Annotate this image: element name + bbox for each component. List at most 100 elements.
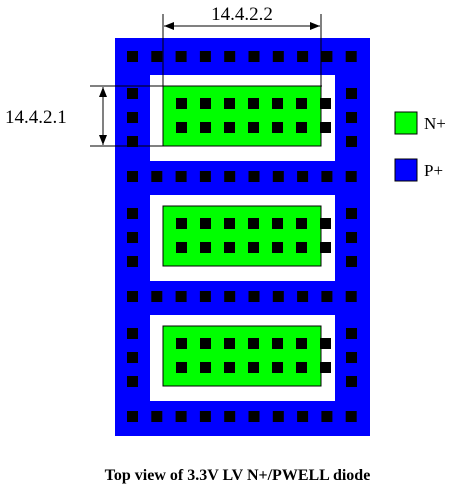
dimension-vertical: 14.4.2.1 xyxy=(5,85,322,147)
p-plus-row-contact xyxy=(321,171,333,182)
p-plus-row-contact xyxy=(127,291,138,302)
p-plus-side-contact xyxy=(127,88,138,99)
p-plus-row-contact xyxy=(127,171,138,182)
p-plus-row-contact xyxy=(297,411,309,422)
p-plus-side-contact xyxy=(346,256,357,267)
n-plus-contact xyxy=(176,122,187,133)
n-plus-contact xyxy=(320,338,331,349)
p-plus-side-contact xyxy=(346,232,357,243)
n-plus-contact xyxy=(200,242,211,253)
p-plus-row-contact xyxy=(297,291,309,302)
p-plus-row-contact xyxy=(321,411,333,422)
legend-label-p-plus: P+ xyxy=(424,161,443,180)
n-plus-contact xyxy=(272,218,283,229)
n-plus-contact xyxy=(296,98,307,109)
p-plus-row-contact xyxy=(224,411,236,422)
figure-caption: Top view of 3.3V LV N+/PWELL diode xyxy=(104,467,371,484)
p-plus-side-contact xyxy=(127,256,138,267)
n-plus-contact xyxy=(224,338,235,349)
p-plus-row-contact xyxy=(151,411,163,422)
p-plus-row-contact xyxy=(151,291,163,302)
p-plus-row-contact xyxy=(127,51,138,62)
p-plus-row-contact xyxy=(345,171,357,182)
legend-swatch-p-plus xyxy=(394,158,418,182)
n-plus-contact xyxy=(200,362,211,373)
n-plus-contact xyxy=(200,98,211,109)
n-plus-contact xyxy=(320,218,331,229)
p-plus-row-contact xyxy=(224,171,236,182)
p-plus-side-contact xyxy=(346,328,357,339)
n-plus-contact xyxy=(200,338,211,349)
p-plus-row-contact xyxy=(321,291,333,302)
n-plus-contact xyxy=(248,338,259,349)
p-plus-row-contact xyxy=(175,51,187,62)
legend: N+ P+ xyxy=(394,111,446,182)
p-plus-side-contact xyxy=(346,136,357,147)
p-plus-row-contact xyxy=(248,171,260,182)
p-plus-side-contact xyxy=(127,232,138,243)
p-plus-row-contact xyxy=(175,291,187,302)
n-plus-contact xyxy=(248,122,259,133)
p-plus-side-contact xyxy=(346,352,357,363)
n-plus-contact xyxy=(224,218,235,229)
n-plus-contact xyxy=(176,362,187,373)
p-plus-row-contact xyxy=(345,291,357,302)
p-plus-row-contact xyxy=(199,291,211,302)
p-plus-row-contact xyxy=(224,51,236,62)
p-plus-row-contact xyxy=(297,51,309,62)
p-plus-row-contact xyxy=(272,411,284,422)
legend-label-n-plus: N+ xyxy=(424,114,446,133)
p-plus-contacts xyxy=(127,51,357,422)
p-plus-row-contact xyxy=(175,411,187,422)
p-plus-row-contact xyxy=(248,411,260,422)
n-plus-contact xyxy=(224,242,235,253)
n-plus-contact xyxy=(248,362,259,373)
p-plus-side-contact xyxy=(127,328,138,339)
p-plus-side-contact xyxy=(127,136,138,147)
n-plus-contact xyxy=(296,218,307,229)
diode-cells xyxy=(150,75,335,401)
n-plus-contact xyxy=(176,242,187,253)
n-plus-contact xyxy=(248,242,259,253)
n-plus-contact xyxy=(200,218,211,229)
p-plus-row-contact xyxy=(199,411,211,422)
p-plus-row-contact xyxy=(248,51,260,62)
n-plus-contact xyxy=(176,338,187,349)
p-plus-row-contact xyxy=(321,51,333,62)
p-plus-side-contact xyxy=(346,376,357,387)
p-plus-side-contact xyxy=(127,376,138,387)
n-plus-contact xyxy=(296,242,307,253)
n-plus-contact xyxy=(320,122,331,133)
p-plus-side-contact xyxy=(346,112,357,123)
p-plus-row-contact xyxy=(199,171,211,182)
p-plus-row-contact xyxy=(345,51,357,62)
dimension-label-vertical: 14.4.2.1 xyxy=(5,107,67,128)
p-plus-row-contact xyxy=(199,51,211,62)
p-plus-row-contact xyxy=(151,171,163,182)
n-plus-contact xyxy=(200,122,211,133)
p-plus-side-contact xyxy=(127,112,138,123)
n-plus-contact xyxy=(248,218,259,229)
n-plus-contact xyxy=(176,98,187,109)
p-plus-row-contact xyxy=(175,171,187,182)
n-plus-contact xyxy=(272,122,283,133)
n-plus-region xyxy=(162,325,322,387)
p-plus-row-contact xyxy=(248,291,260,302)
p-plus-row-contact xyxy=(345,411,357,422)
n-plus-contact xyxy=(320,98,331,109)
dimension-label-horizontal: 14.4.2.2 xyxy=(211,4,273,25)
p-plus-side-contact xyxy=(346,208,357,219)
n-plus-region xyxy=(162,205,322,267)
p-plus-row-contact xyxy=(272,51,284,62)
p-plus-side-contact xyxy=(127,352,138,363)
n-plus-contact xyxy=(272,338,283,349)
p-plus-row-contact xyxy=(272,171,284,182)
p-plus-side-contact xyxy=(346,88,357,99)
n-plus-contact xyxy=(176,218,187,229)
n-plus-contact xyxy=(224,122,235,133)
legend-swatch-n-plus xyxy=(394,111,418,135)
p-plus-row-contact xyxy=(272,291,284,302)
n-plus-contact xyxy=(224,98,235,109)
n-plus-contact xyxy=(320,242,331,253)
